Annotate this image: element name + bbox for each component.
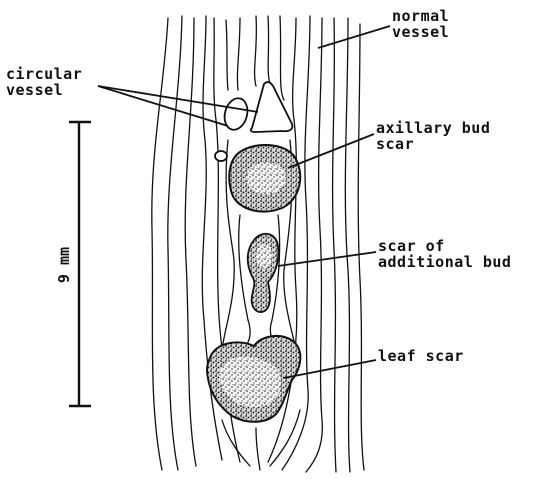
vessel-line [268,16,270,84]
vessel-line [237,18,240,90]
vessel-line [358,24,364,470]
scale-bar-label: 9 mm [55,237,73,293]
label-additional-bud-scar: scar of additional bud [378,238,511,270]
label-axillary-bud-scar-line2: scar [376,136,490,152]
vessel-line [280,16,284,100]
circular-vessel-small [215,151,227,161]
vessel-line [239,215,250,346]
leader-circular-vessel-b [98,86,228,126]
vessel-line [185,18,196,466]
label-normal-vessel: normal vessel [392,8,449,40]
label-circular-vessel-line1: circular [6,66,82,82]
vessel-line [282,16,310,470]
leader-normal-vessel [318,26,390,48]
label-normal-vessel-line1: normal [392,8,449,24]
label-circular-vessel: circular vessel [6,66,82,98]
vessel-line [226,20,228,90]
vessel-line [270,410,300,466]
circular-vessel-oval [221,96,251,133]
label-axillary-bud-scar-line1: axillary bud [376,120,490,136]
vessel-line [152,18,168,470]
label-circular-vessel-line2: vessel [6,82,82,98]
label-axillary-bud-scar: axillary bud scar [376,120,490,152]
label-additional-bud-scar-line2: additional bud [378,254,511,270]
circular-vessel-triangle [251,82,293,132]
label-leaf-scar: leaf scar [378,348,464,364]
vessel-line [256,428,260,470]
leader-axillary-bud-scar [288,134,374,168]
axillary-bud-scar [229,145,300,212]
leader-additional-bud-scar [278,252,376,266]
label-additional-bud-scar-line1: scar of [378,238,511,254]
additional-bud-scar [248,234,279,312]
vessel-line [255,16,257,86]
label-normal-vessel-line2: vessel [392,24,449,40]
vessel-line [333,18,336,472]
vessel-line [345,18,350,472]
label-leaf-scar-text: leaf scar [378,348,464,364]
vessel-line [168,16,182,470]
